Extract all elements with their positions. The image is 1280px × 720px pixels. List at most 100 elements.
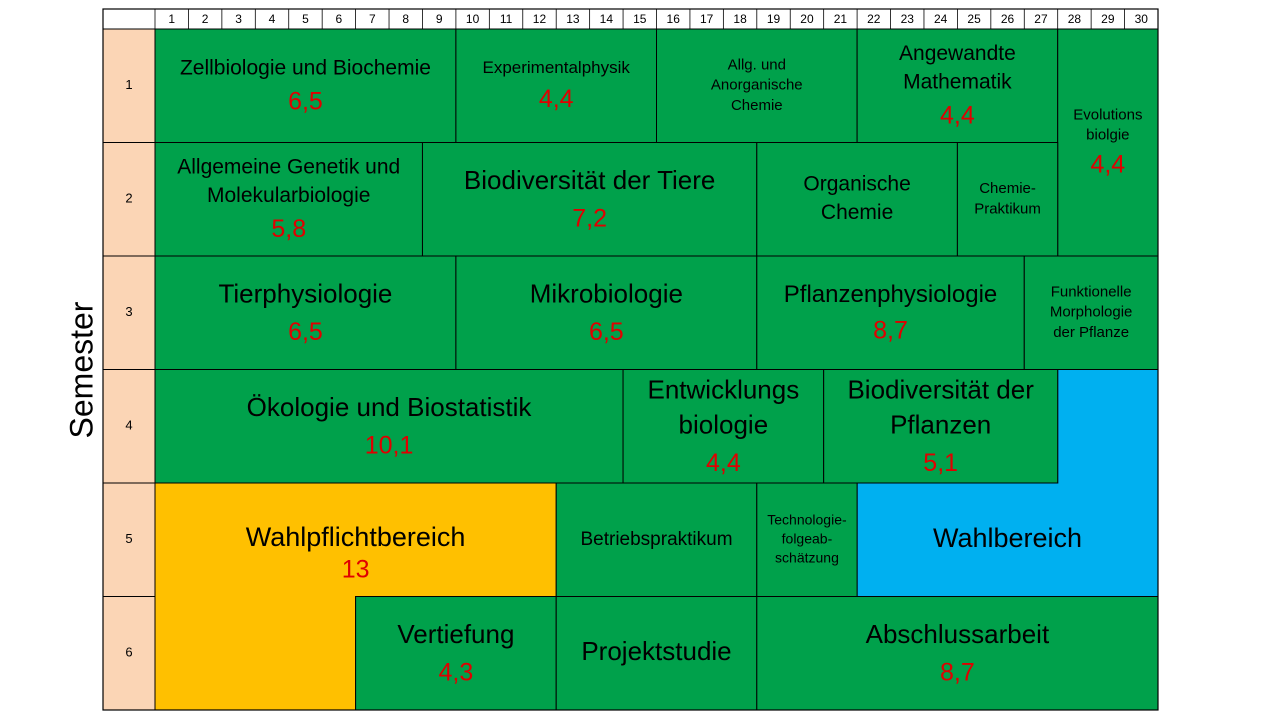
column-number: 11 — [500, 12, 513, 26]
module-name-line: Angewandte — [899, 42, 1016, 65]
column-number: 5 — [302, 12, 309, 26]
column-number: 27 — [1034, 12, 1048, 26]
module-name-line: Vertiefung — [397, 619, 514, 649]
module-name-line: Technologie- — [767, 512, 847, 528]
semester-number: 4 — [125, 418, 132, 433]
module-credits: 7,2 — [572, 204, 607, 232]
module-credits: 6,5 — [288, 88, 323, 116]
column-number: 12 — [533, 12, 547, 26]
module-name-line: Molekularbiologie — [207, 184, 370, 207]
module-biodivtiere — [421, 142, 758, 257]
module-orgchem — [756, 142, 958, 257]
semester-number: 5 — [125, 531, 132, 546]
column-number: 26 — [1001, 12, 1015, 26]
column-number: 16 — [667, 12, 681, 26]
module-name-line: Pflanzen — [890, 410, 991, 440]
column-number: 25 — [967, 12, 981, 26]
module-entw — [622, 369, 825, 484]
semester-number: 6 — [125, 645, 132, 660]
module-credits: 4,4 — [706, 449, 741, 477]
column-number: 7 — [369, 12, 376, 26]
module-name-line: Abschlussarbeit — [866, 619, 1050, 649]
module-credits: 8,7 — [873, 317, 908, 345]
column-number: 8 — [402, 12, 409, 26]
column-number: 18 — [733, 12, 747, 26]
column-number: 24 — [934, 12, 948, 26]
module-expphys — [455, 28, 657, 143]
module-zellbio — [154, 28, 457, 143]
module-techfolg — [756, 482, 858, 597]
column-number: 1 — [168, 12, 175, 26]
module-name-line: Biodiversität der — [847, 375, 1034, 405]
module-funkmorph — [1023, 255, 1159, 370]
module-name-line: Chemie- — [979, 180, 1036, 197]
semester-cell — [102, 369, 156, 484]
module-name-line: Ökologie und Biostatistik — [247, 392, 533, 422]
semester-number: 3 — [125, 304, 132, 319]
module-credits: 4,4 — [940, 102, 975, 130]
wahlbereich-label: Wahlbereich — [933, 523, 1082, 553]
module-name-line: Mikrobiologie — [530, 279, 683, 309]
module-name-line: Betriebspraktikum — [580, 529, 732, 550]
module-name-line: Morphologie — [1050, 304, 1133, 321]
module-chemprak — [956, 142, 1059, 257]
module-credits: 4,4 — [539, 85, 574, 113]
column-number: 4 — [269, 12, 276, 26]
module-biodivpfl — [823, 369, 1059, 484]
module-name-line: biologie — [679, 410, 769, 440]
module-evo — [1057, 28, 1159, 257]
module-credits: 4,4 — [1090, 150, 1125, 178]
module-name-line: Allgemeine Genetik und — [177, 156, 400, 179]
column-number: 15 — [633, 12, 647, 26]
module-name-line: folgeab- — [782, 530, 833, 546]
module-abschluss — [756, 596, 1159, 711]
module-name-line: schätzung — [775, 549, 839, 565]
module-name-line: der Pflanze — [1053, 324, 1129, 341]
column-number: 13 — [566, 12, 580, 26]
module-projekt — [555, 596, 758, 711]
column-number: 3 — [235, 12, 242, 26]
module-credits: 6,5 — [589, 318, 624, 346]
semester-cell — [102, 255, 156, 370]
module-genetik — [154, 142, 423, 257]
module-name-line: Mathematik — [903, 70, 1012, 93]
column-number: 6 — [336, 12, 343, 26]
module-name-line: Tierphysiologie — [218, 279, 392, 309]
column-number: 29 — [1101, 12, 1115, 26]
module-oeko — [154, 369, 624, 484]
module-name-line: biolgie — [1086, 127, 1129, 144]
column-number: 20 — [800, 12, 814, 26]
column-number: 10 — [466, 12, 480, 26]
module-chemie — [656, 28, 858, 143]
diagram-border — [102, 8, 1159, 711]
module-name-line: Chemie — [731, 97, 783, 114]
module-name-line: Funktionelle — [1051, 283, 1132, 300]
module-name-line: Praktikum — [974, 200, 1041, 217]
module-credits: 8,7 — [940, 658, 975, 686]
column-number: 2 — [202, 12, 209, 26]
semester-number: 1 — [125, 77, 132, 92]
wahlpflichtbereich-label: Wahlpflichtbereich — [246, 522, 466, 552]
module-credits: 5,1 — [923, 449, 958, 477]
module-tierphys — [154, 255, 457, 370]
module-credits: 4,3 — [439, 658, 474, 686]
semester-number: 2 — [125, 191, 132, 206]
module-name-line: Evolutions — [1073, 106, 1142, 123]
module-betrieb — [555, 482, 758, 597]
wahlpflichtbereich-credits: 13 — [342, 556, 370, 584]
column-number: 19 — [767, 12, 781, 26]
column-number: 17 — [700, 12, 714, 26]
module-credits: 5,8 — [271, 215, 306, 243]
column-number: 30 — [1135, 12, 1149, 26]
module-pflphys — [756, 255, 1025, 370]
module-credits: 10,1 — [365, 431, 414, 459]
module-mikro — [455, 255, 758, 370]
column-number: 23 — [901, 12, 915, 26]
column-header-row — [102, 8, 1159, 30]
module-mathe — [856, 28, 1059, 143]
column-number: 28 — [1068, 12, 1082, 26]
module-name-line: Anorganische — [711, 77, 803, 94]
module-name-line: Allg. und — [728, 56, 786, 73]
module-name-line: Projektstudie — [581, 636, 731, 666]
